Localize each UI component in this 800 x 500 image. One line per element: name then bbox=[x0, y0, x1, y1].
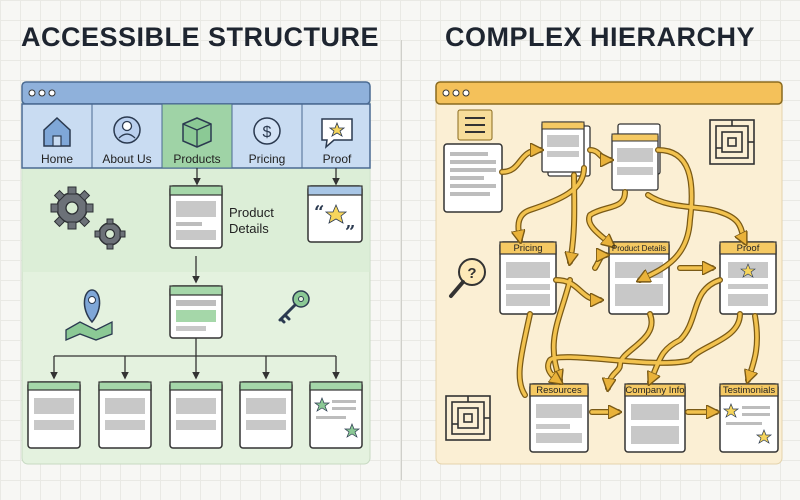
resources-label: Resources bbox=[536, 385, 582, 396]
map-pin-icon bbox=[65, 289, 113, 341]
svg-text:$: $ bbox=[263, 124, 272, 141]
tangled-arrows bbox=[500, 150, 759, 412]
svg-text:?: ? bbox=[467, 265, 476, 282]
leaf-card bbox=[27, 381, 81, 449]
product-details-label-line2: Details bbox=[229, 221, 269, 236]
company-info-label: Company Info bbox=[625, 385, 685, 396]
gear-icon bbox=[50, 186, 94, 230]
person-icon bbox=[113, 116, 141, 144]
maze-icon bbox=[709, 119, 755, 165]
pricing-label: Pricing bbox=[513, 243, 543, 254]
right-title: COMPLEX HIERARCHY bbox=[444, 22, 756, 52]
left-panel: $ bbox=[21, 81, 371, 465]
leaf-card bbox=[239, 381, 293, 449]
overview-card bbox=[169, 285, 223, 339]
center-divider bbox=[401, 40, 402, 480]
leaf-card bbox=[98, 381, 152, 449]
home-page-card bbox=[443, 143, 503, 213]
nav-item-home[interactable]: Home bbox=[40, 152, 73, 166]
resources-card bbox=[529, 383, 589, 453]
nav-item-pricing[interactable]: Pricing bbox=[248, 152, 286, 166]
box-icon bbox=[182, 117, 212, 148]
proof-label: Proof bbox=[736, 243, 760, 254]
menu-icon bbox=[457, 109, 493, 141]
leaf-card bbox=[169, 381, 223, 449]
product-details-card bbox=[169, 185, 223, 249]
right-panel: ? bbox=[435, 81, 783, 465]
magnifier-question-icon: ? bbox=[449, 258, 486, 298]
nav-item-products[interactable]: Products bbox=[173, 152, 221, 166]
left-title: ACCESSIBLE STRUCTURE bbox=[20, 22, 380, 52]
stacked-page-card bbox=[611, 123, 661, 191]
nav-item-about-us[interactable]: About Us bbox=[102, 152, 152, 166]
company-info-card bbox=[624, 383, 686, 453]
key-icon bbox=[278, 290, 310, 324]
nav-item-proof[interactable]: Proof bbox=[322, 152, 352, 166]
svg-text:”: ” bbox=[345, 222, 355, 243]
product-details-label-line1: Product bbox=[229, 205, 274, 220]
star-speech-icon bbox=[321, 118, 353, 149]
house-icon bbox=[43, 116, 71, 147]
proof-card: “ ” bbox=[307, 185, 363, 243]
maze-icon bbox=[445, 395, 491, 441]
product-details-label: Product Details bbox=[611, 244, 667, 253]
svg-text:“: “ bbox=[314, 202, 324, 223]
dollar-icon: $ bbox=[253, 117, 281, 145]
proof-card bbox=[719, 241, 777, 315]
gear-icon bbox=[94, 218, 126, 250]
testimonials-label: Testimonials bbox=[722, 385, 776, 396]
testimonial-leaf-card bbox=[309, 381, 363, 449]
